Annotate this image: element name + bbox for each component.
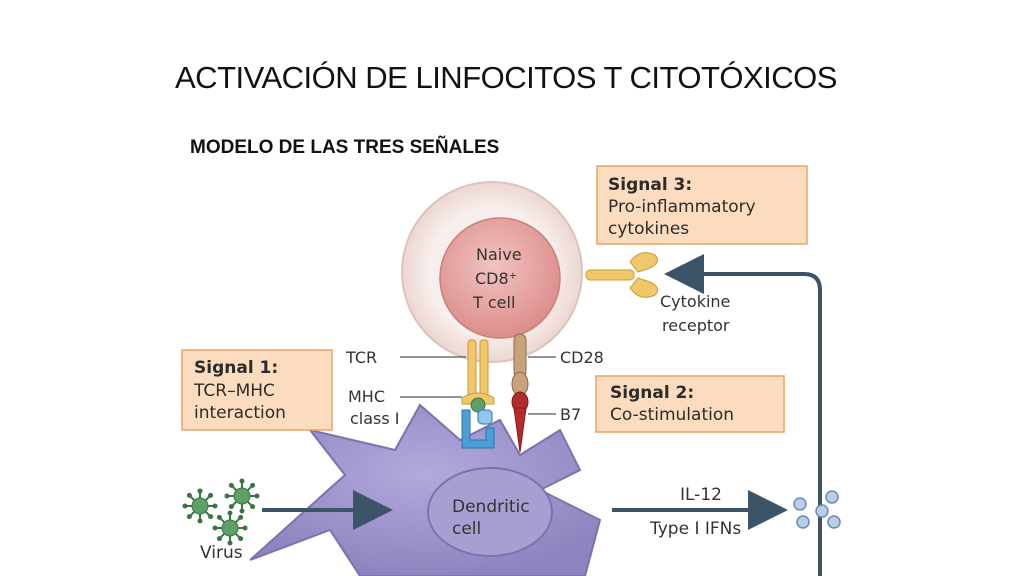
signal-1-line-1: TCR–MHC bbox=[193, 381, 275, 401]
signal-1-heading: Signal 1: bbox=[194, 358, 278, 378]
cytokine-receptor-label-1: Cytokine bbox=[660, 292, 730, 311]
mhc-class-i-icon bbox=[461, 409, 495, 449]
virus-particle bbox=[224, 478, 260, 514]
tcell-label-1: Naive bbox=[476, 245, 522, 264]
type-i-ifn-label: Type I IFNs bbox=[649, 519, 741, 539]
tcell-nucleus bbox=[439, 217, 561, 339]
dendritic-nucleus bbox=[427, 467, 553, 557]
tcr-icon bbox=[461, 339, 495, 405]
signal-2-line-1: Co-stimulation bbox=[610, 405, 734, 425]
cytokine-feedback-arrow bbox=[664, 254, 822, 576]
cytokine-receptor-label-2: receptor bbox=[662, 316, 730, 335]
cytokine-receptor-icon bbox=[585, 252, 659, 298]
signal-2-heading: Signal 2: bbox=[610, 383, 694, 403]
signal-1-box: Signal 1: TCR–MHC interaction bbox=[181, 349, 333, 431]
virus-particle bbox=[182, 488, 218, 524]
page-subtitle: MODELO DE LAS TRES SEÑALES bbox=[190, 137, 500, 158]
cytokine-molecules bbox=[793, 490, 841, 529]
mhc-label-2: class I bbox=[350, 409, 400, 428]
dendritic-label-1: Dendritic bbox=[452, 497, 530, 517]
virus-particle bbox=[212, 510, 248, 546]
tcell-label-3: T cell bbox=[472, 293, 515, 312]
b7-label: B7 bbox=[560, 405, 581, 424]
signal-3-line-2: cytokines bbox=[608, 219, 689, 239]
tcell-label-2: CD8⁺ bbox=[475, 269, 517, 288]
mhc-label-1: MHC bbox=[348, 387, 385, 406]
signal-1-line-2: interaction bbox=[194, 403, 286, 423]
dendritic-label-2: cell bbox=[452, 519, 481, 539]
signal-3-heading: Signal 3: bbox=[608, 175, 692, 195]
cd28-icon bbox=[511, 333, 529, 397]
virus-icon-group bbox=[182, 478, 260, 546]
b7-icon bbox=[511, 391, 529, 453]
signal-3-box: Signal 3: Pro-inflammatory cytokines bbox=[596, 165, 808, 245]
tcr-label: TCR bbox=[345, 348, 377, 367]
il12-label: IL-12 bbox=[680, 485, 722, 505]
page-title: ACTIVACIÓN DE LINFOCITOS T CITOTÓXICOS bbox=[175, 60, 837, 95]
virus-label: Virus bbox=[200, 543, 243, 563]
signal-2-box: Signal 2: Co-stimulation bbox=[595, 375, 785, 433]
cd28-label: CD28 bbox=[560, 348, 604, 367]
signal-3-line-1: Pro-inflammatory bbox=[608, 197, 756, 217]
